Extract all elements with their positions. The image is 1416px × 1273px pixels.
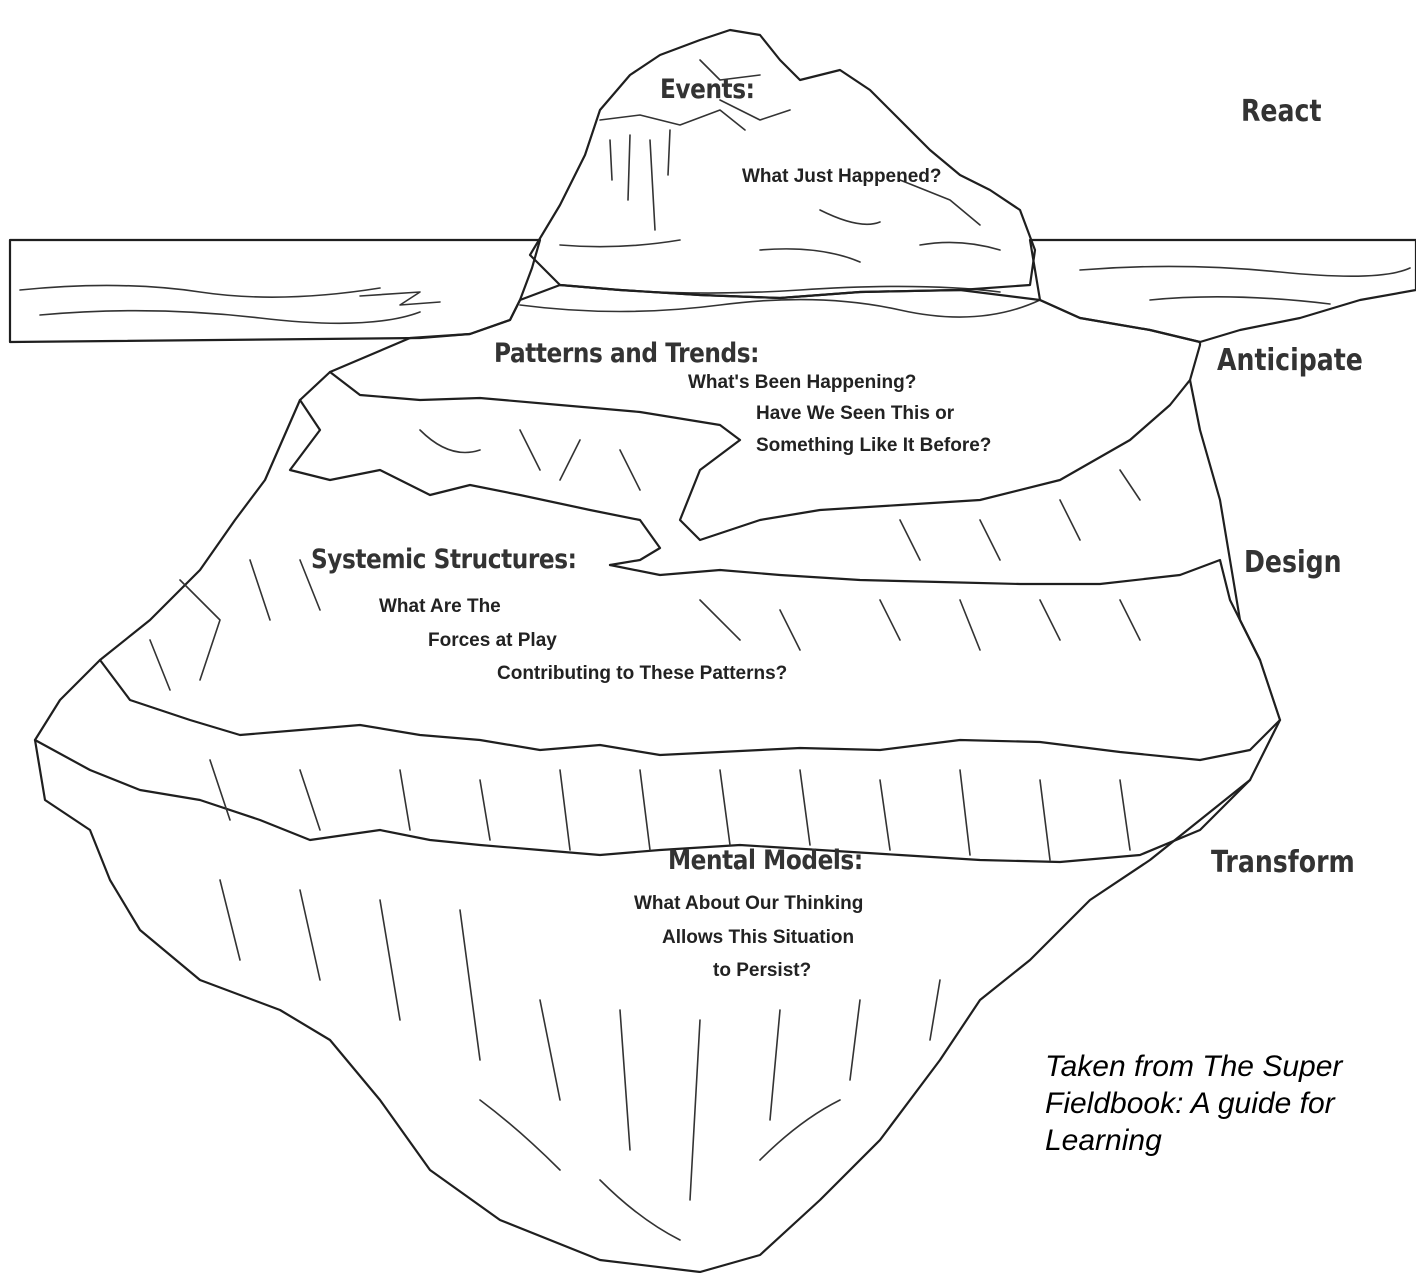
water-surface	[8, 238, 1416, 344]
credit-line-1: Taken from The Super	[1045, 1050, 1343, 1083]
action-label-anticipate: Anticipate	[1217, 343, 1363, 378]
level-heading-mental-models: Mental Models:	[668, 845, 863, 876]
level-question-mental-models-2: Allows This Situation	[662, 927, 855, 948]
level-heading-systemic-structures: Systemic Structures:	[311, 544, 577, 575]
level-heading-patterns: Patterns and Trends:	[494, 338, 759, 369]
level-question-structures-2: Forces at Play	[428, 630, 557, 651]
level-question-patterns-1: What's Been Happening?	[688, 372, 917, 393]
level-question-patterns-2: Have We Seen This or	[756, 403, 955, 424]
action-label-transform: Transform	[1211, 845, 1355, 880]
level-question-mental-models-1: What About Our Thinking	[634, 893, 864, 914]
credit-line-2: Fieldbook: A guide for	[1045, 1087, 1335, 1120]
level-question-mental-models-3: to Persist?	[713, 960, 812, 981]
iceberg-underwater	[33, 283, 1282, 1273]
action-label-design: Design	[1244, 545, 1342, 580]
level-question-structures-1: What Are The	[379, 596, 501, 617]
source-credit: Taken from The Super Fieldbook: A guide …	[1045, 1048, 1416, 1159]
level-heading-events: Events:	[660, 74, 755, 105]
level-question-patterns-3: Something Like It Before?	[756, 435, 992, 456]
level-question-events: What Just Happened?	[742, 166, 942, 187]
level-question-structures-3: Contributing to These Patterns?	[497, 663, 788, 684]
credit-line-3: Learning	[1045, 1124, 1162, 1157]
action-label-react: React	[1241, 94, 1322, 129]
iceberg-tip	[528, 28, 1037, 300]
